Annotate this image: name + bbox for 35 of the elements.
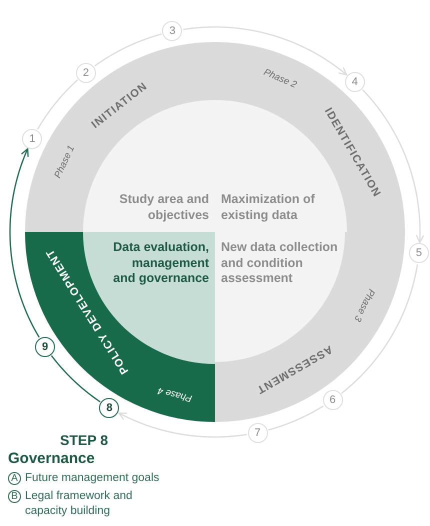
step-title: Governance xyxy=(8,449,95,468)
step-marker: 5 xyxy=(408,243,429,264)
step-marker: 4 xyxy=(344,72,365,92)
connector-line xyxy=(268,405,324,431)
step-marker: 6 xyxy=(322,390,343,410)
arrow xyxy=(9,148,40,338)
quadrant-text: New data collection and condition assessment xyxy=(221,240,339,287)
phase-number: Phase 1 xyxy=(52,144,76,180)
quadrant-text: Data evaluation, management and governance xyxy=(112,240,209,287)
step-marker: 9 xyxy=(35,336,56,357)
arrow xyxy=(362,89,424,244)
arrow xyxy=(118,412,247,438)
item-letter: A xyxy=(8,472,21,485)
connector-line xyxy=(94,33,162,67)
step-marker: 2 xyxy=(76,62,96,83)
quadrant-text: Maximization of existing data xyxy=(221,192,316,224)
list-item: Legal framework and capacity building xyxy=(25,489,134,519)
phase-band-segment xyxy=(215,42,405,232)
step-marker: 3 xyxy=(162,21,182,42)
connector-line xyxy=(341,264,418,394)
step-marker: 7 xyxy=(248,422,268,443)
phase-band-segment xyxy=(25,232,215,422)
phase-band-segment xyxy=(25,42,215,232)
item-letter: B xyxy=(8,490,21,503)
step-marker: 8 xyxy=(99,398,120,418)
list-item: Future management goals xyxy=(25,471,160,486)
step-heading: STEP 8 xyxy=(60,431,108,450)
phase-number: Phase 2 xyxy=(262,68,298,90)
arrow xyxy=(183,26,348,76)
connector-line xyxy=(50,355,101,402)
phase-number: Phase 4 xyxy=(156,385,193,403)
phase-band-segment xyxy=(215,232,405,422)
connector-line xyxy=(37,79,78,130)
quadrant-text: Study area and objectives xyxy=(118,192,209,224)
step-marker: 1 xyxy=(22,128,42,149)
